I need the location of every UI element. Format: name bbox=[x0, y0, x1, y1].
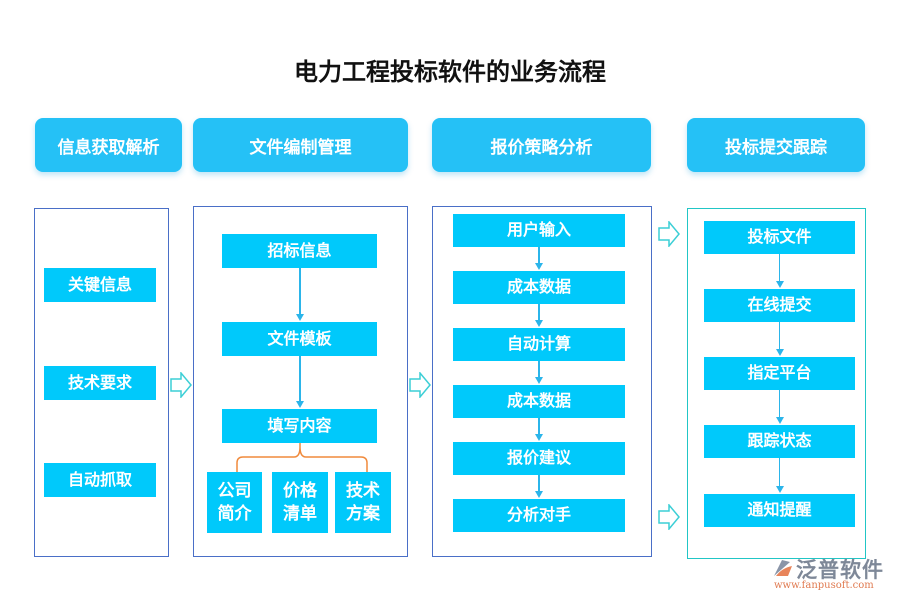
panel-info-parsing bbox=[34, 208, 169, 557]
connector-line bbox=[538, 418, 540, 435]
brace-connector bbox=[236, 443, 368, 473]
page-title: 电力工程投标软件的业务流程 bbox=[294, 58, 606, 86]
connector-line bbox=[778, 322, 780, 350]
arrow-down-icon bbox=[535, 320, 543, 327]
connector-line bbox=[299, 268, 301, 315]
arrow-down-icon bbox=[775, 349, 784, 356]
logo-mark-icon bbox=[774, 560, 792, 576]
step-box: 分析对手 bbox=[453, 499, 625, 532]
arrow-down-icon bbox=[535, 263, 543, 270]
connector-line bbox=[299, 356, 301, 402]
step-box: 报价建议 bbox=[453, 442, 625, 475]
panel-document-management bbox=[193, 206, 408, 557]
step-box: 用户输入 bbox=[453, 214, 625, 247]
arrow-down-icon bbox=[535, 434, 543, 441]
step-box: 自动抓取 bbox=[44, 463, 156, 497]
step-box: 投标文件 bbox=[704, 221, 855, 254]
step-box: 文件模板 bbox=[222, 322, 377, 356]
connector-line bbox=[538, 247, 540, 264]
step-box: 自动计算 bbox=[453, 328, 625, 361]
arrow-down-icon bbox=[296, 401, 304, 408]
step-box: 填写内容 bbox=[222, 409, 377, 443]
logo-name: 泛普软件 bbox=[796, 558, 884, 582]
arrow-down-icon bbox=[775, 281, 784, 288]
connector-line bbox=[778, 458, 780, 487]
header-pricing-strategy: 报价策略分析 bbox=[432, 118, 651, 172]
sub-box: 技术 方案 bbox=[335, 472, 391, 533]
panel-submission-tracking bbox=[687, 208, 866, 559]
arrow-down-icon bbox=[775, 417, 784, 424]
header-submission-tracking: 投标提交跟踪 bbox=[687, 118, 865, 172]
logo-url: www.fanpusoft.com bbox=[774, 580, 874, 591]
step-box: 跟踪状态 bbox=[704, 425, 855, 458]
sub-box: 价格 清单 bbox=[272, 472, 328, 533]
hollow-arrow-icon bbox=[658, 221, 680, 247]
sub-box: 公司 简介 bbox=[207, 472, 262, 533]
hollow-arrow-icon bbox=[658, 504, 680, 530]
arrow-down-icon bbox=[296, 314, 304, 321]
step-box: 指定平台 bbox=[704, 357, 855, 390]
arrow-down-icon bbox=[535, 377, 543, 384]
fanpusoft-logo: 泛普软件 www.fanpusoft.com bbox=[770, 554, 895, 594]
arrow-down-icon bbox=[775, 486, 784, 493]
header-document-management: 文件编制管理 bbox=[193, 118, 408, 172]
header-info-parsing: 信息获取解析 bbox=[35, 118, 182, 172]
connector-line bbox=[538, 304, 540, 321]
connector-line bbox=[778, 254, 780, 282]
hollow-arrow-icon bbox=[409, 372, 431, 398]
connector-line bbox=[778, 390, 780, 418]
step-box: 招标信息 bbox=[222, 234, 377, 268]
step-box: 通知提醒 bbox=[704, 494, 855, 527]
hollow-arrow-icon bbox=[170, 372, 192, 398]
connector-line bbox=[538, 475, 540, 492]
panel-pricing-strategy bbox=[432, 206, 652, 557]
step-box: 关键信息 bbox=[44, 268, 156, 302]
connector-line bbox=[538, 361, 540, 378]
step-box: 技术要求 bbox=[44, 366, 156, 400]
step-box: 成本数据 bbox=[453, 385, 625, 418]
step-box: 在线提交 bbox=[704, 289, 855, 322]
step-box: 成本数据 bbox=[453, 271, 625, 304]
arrow-down-icon bbox=[535, 491, 543, 498]
